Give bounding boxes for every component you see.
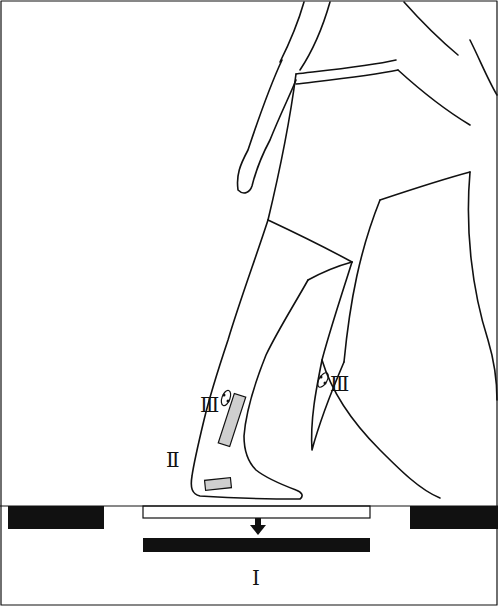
foot-sensor xyxy=(205,478,232,491)
shorts-hem xyxy=(268,220,352,262)
sensors xyxy=(205,371,331,490)
front-leg-outer xyxy=(468,172,497,400)
back-leg-knee xyxy=(308,262,352,280)
callout-number: Ⅲ xyxy=(200,395,219,415)
electrode xyxy=(220,389,233,407)
torso-line xyxy=(300,2,330,70)
force-plate xyxy=(0,506,498,552)
torso-line xyxy=(280,2,304,62)
shorts-side xyxy=(398,70,470,125)
electrode xyxy=(316,371,331,389)
callout-number: Ⅱ xyxy=(166,450,180,470)
front-leg xyxy=(344,200,380,362)
callout-number: Ⅲ xyxy=(330,374,349,394)
shank-sensor xyxy=(218,393,245,446)
callout-number: Ⅰ xyxy=(252,568,260,588)
waistband xyxy=(296,70,398,84)
torso-line xyxy=(404,2,458,55)
waistband xyxy=(296,60,396,74)
front-leg-inner xyxy=(312,262,352,450)
arm-right xyxy=(470,40,497,95)
shorts-side xyxy=(268,74,296,220)
front-leg-calf xyxy=(322,360,440,498)
shorts-hem xyxy=(380,172,470,200)
back-leg xyxy=(191,220,308,499)
